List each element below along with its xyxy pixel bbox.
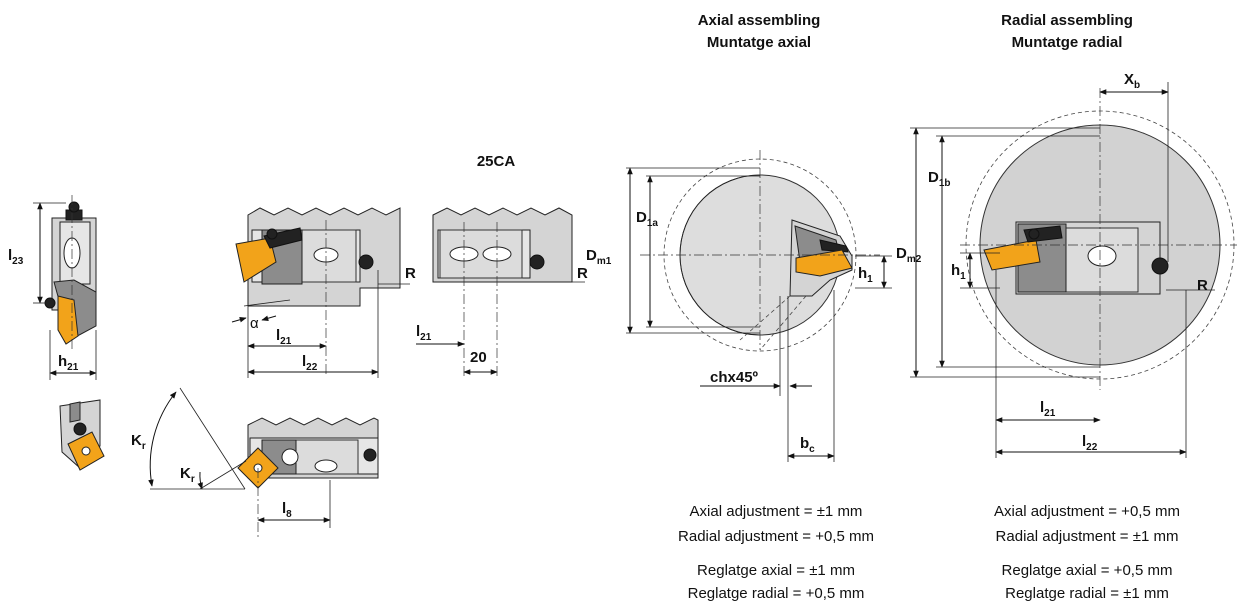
radial-note-3: Reglatge axial = +0,5 mm — [1002, 562, 1173, 579]
side-view-clamp-screw — [44, 297, 56, 309]
dim-l22-top: l22 — [302, 353, 318, 373]
kr-view-screw — [363, 448, 377, 462]
dim-l21-top: l21 — [276, 327, 292, 347]
dim-dm1: Dm1 — [586, 247, 612, 267]
top-view-insert — [235, 237, 277, 283]
kr-angle-view — [148, 387, 379, 540]
dim-h1-radial: h1 — [951, 262, 966, 282]
radial-note-1: Axial adjustment = +0,5 mm — [994, 503, 1180, 520]
dim-kr-inner: Kr — [180, 465, 195, 485]
dim-h1-axial: h1 — [858, 265, 873, 285]
dim-l21-25ca: l21 — [416, 323, 432, 343]
dim-l22-radial: l22 — [1082, 433, 1098, 453]
dim-l23: l23 — [8, 247, 24, 267]
dim-r-radial: R — [1197, 277, 1208, 294]
dim-alpha: α — [250, 315, 259, 332]
dim-dm2: Dm2 — [896, 245, 922, 265]
dim-20: 20 — [470, 349, 487, 366]
axial-note-2: Radial adjustment = +0,5 mm — [678, 528, 874, 545]
dim-r-25ca: R — [577, 265, 588, 282]
radial-adjust-screw — [1151, 257, 1169, 275]
angled-view-screw — [73, 422, 87, 436]
axial-adjustment-notes: Axial adjustment = ±1 mm Radial adjustme… — [678, 503, 874, 602]
dim-bc: bc — [800, 435, 815, 455]
cartridge-angled-view — [59, 399, 105, 471]
radial-note-2: Radial adjustment = ±1 mm — [996, 528, 1179, 545]
dim-l21-radial: l21 — [1040, 399, 1056, 419]
radial-heading-line2: Muntatge radial — [1012, 34, 1123, 51]
cartridge-25ca-view — [416, 207, 585, 378]
dim-kr-outer: Kr — [131, 432, 146, 452]
radial-insert — [983, 239, 1041, 271]
axial-note-4: Reglatge radial = +0,5 mm — [688, 585, 865, 602]
dim-d1a: D1a — [636, 209, 658, 229]
variant-25ca-heading: 25CA — [477, 153, 516, 170]
axial-note-1: Axial adjustment = ±1 mm — [690, 503, 863, 520]
cartridge-top-view — [231, 207, 410, 378]
dim-d1b: D1b — [928, 169, 951, 189]
dim-l8: l8 — [282, 500, 292, 520]
headings: Axial assembling Muntatge axial Radial a… — [477, 12, 1133, 170]
radial-assembly-diagram — [910, 82, 1237, 458]
radial-adjustment-notes: Axial adjustment = +0,5 mm Radial adjust… — [994, 503, 1180, 602]
dim-chx45: chx45º — [710, 369, 759, 386]
25ca-adjust-screw — [529, 254, 545, 270]
cartridge-side-view — [33, 195, 97, 380]
side-view-screw-head — [68, 201, 80, 213]
radial-note-4: Reglatge radial = ±1 mm — [1005, 585, 1169, 602]
axial-note-3: Reglatge axial = ±1 mm — [697, 562, 855, 579]
top-view-adjust-screw — [358, 254, 374, 270]
radial-heading-line1: Radial assembling — [1001, 12, 1133, 29]
axial-insert — [795, 249, 853, 277]
dim-h21: h21 — [58, 353, 79, 373]
axial-heading-line1: Axial assembling — [698, 12, 821, 29]
axial-assembly-diagram — [626, 150, 892, 462]
axial-heading-line2: Muntatge axial — [707, 34, 811, 51]
dim-xb: Xb — [1124, 71, 1140, 91]
dim-r-top: R — [405, 265, 416, 282]
